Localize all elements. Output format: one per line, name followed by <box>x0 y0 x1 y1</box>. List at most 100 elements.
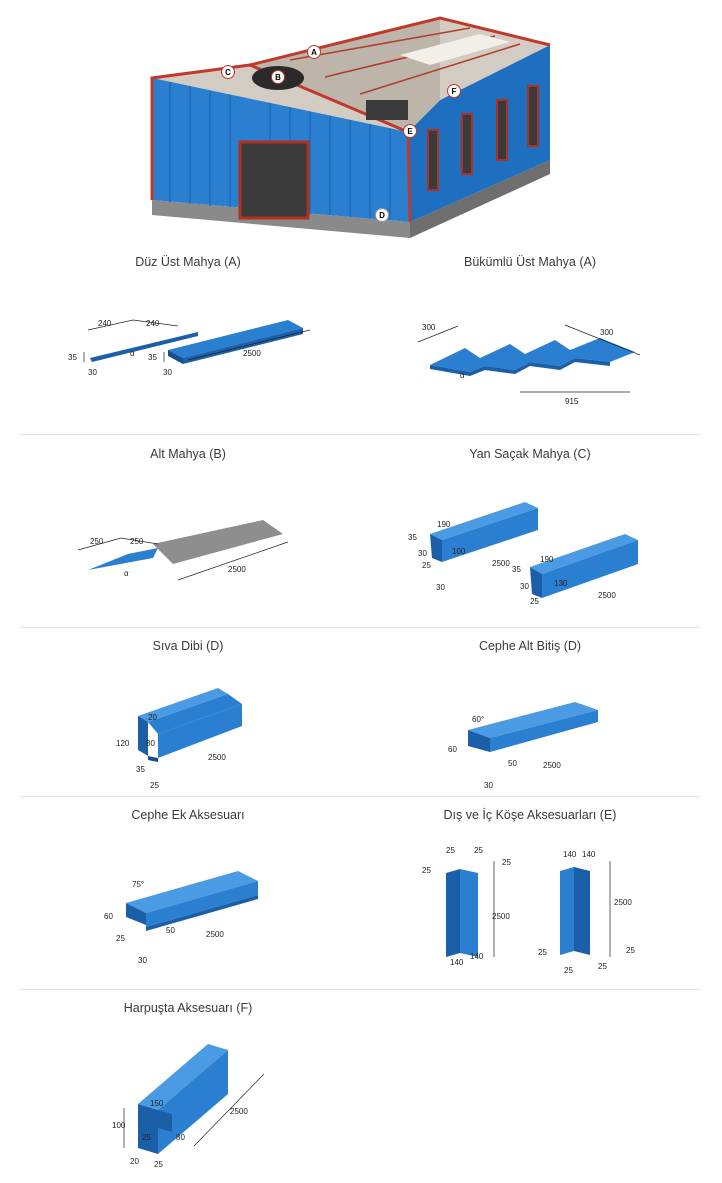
svg-text:140: 140 <box>470 952 484 961</box>
svg-text:300: 300 <box>600 328 614 337</box>
gutter-block <box>366 100 408 120</box>
svg-text:120: 120 <box>116 739 130 748</box>
svg-text:130: 130 <box>554 579 568 588</box>
item-siva-dibi: Sıva Dibi (D) 20 120 80 35 25 2500 <box>18 634 358 794</box>
building-base-side <box>410 160 550 238</box>
item-title: Alt Mahya (B) <box>150 447 226 461</box>
item-title: Dış ve İç Köşe Aksesuarları (E) <box>443 808 617 822</box>
item-dis-ic-kose-aksesuarlari: Dış ve İç Köşe Aksesuarları (E) 25 25 25… <box>360 803 700 983</box>
profile-drawing: 300 300 α 915 <box>417 323 641 406</box>
profile-drawing: 150 100 25 80 20 25 2500 <box>112 1044 265 1169</box>
svg-text:α: α <box>130 349 135 358</box>
profile-drawing: 240 240 35 35 30 30 2500 α <box>68 319 311 377</box>
svg-text:30: 30 <box>484 781 493 790</box>
svg-text:140: 140 <box>450 958 464 967</box>
svg-text:35: 35 <box>512 565 521 574</box>
svg-text:20: 20 <box>130 1157 139 1166</box>
svg-text:250: 250 <box>90 537 104 546</box>
profile-drawing: 250 250 α 2500 <box>77 520 289 581</box>
svg-text:α: α <box>460 371 465 380</box>
svg-text:35: 35 <box>68 353 77 362</box>
item-alt-mahya: Alt Mahya (B) 250 250 α 2500 <box>18 442 358 622</box>
svg-text:α: α <box>124 569 129 578</box>
svg-text:190: 190 <box>437 520 451 529</box>
svg-text:100: 100 <box>112 1121 126 1130</box>
svg-text:30: 30 <box>163 368 172 377</box>
svg-text:60: 60 <box>104 912 113 921</box>
svg-text:2500: 2500 <box>208 753 226 762</box>
garage-door <box>238 140 310 220</box>
item-duz-ust-mahya: Düz Üst Mahya (A) 240 240 35 35 30 30 25… <box>18 250 358 430</box>
svg-text:140: 140 <box>563 850 577 859</box>
svg-text:60°: 60° <box>472 715 484 724</box>
svg-text:30: 30 <box>138 956 147 965</box>
svg-text:35: 35 <box>136 765 145 774</box>
row-divider <box>20 989 700 990</box>
svg-text:25: 25 <box>564 966 573 975</box>
svg-text:2500: 2500 <box>492 559 510 568</box>
svg-text:30: 30 <box>88 368 97 377</box>
side-wall <box>408 45 550 222</box>
svg-text:25: 25 <box>502 858 511 867</box>
svg-text:25: 25 <box>150 781 159 790</box>
svg-text:25: 25 <box>422 561 431 570</box>
item-title: Yan Saçak Mahya (C) <box>469 447 591 461</box>
svg-text:D: D <box>379 211 385 220</box>
svg-text:150: 150 <box>150 1099 164 1108</box>
svg-text:190: 190 <box>540 555 554 564</box>
profile-drawing: 60° 60 50 30 2500 <box>448 702 598 790</box>
marker-d: D <box>375 208 389 222</box>
profile-drawing: 75° 60 25 50 30 2500 <box>104 871 258 965</box>
svg-text:915: 915 <box>565 397 579 406</box>
svg-text:25: 25 <box>598 962 607 971</box>
svg-text:30: 30 <box>436 583 445 592</box>
svg-text:100: 100 <box>452 547 466 556</box>
svg-text:25: 25 <box>446 846 455 855</box>
roof-skylight <box>400 34 510 65</box>
svg-text:75°: 75° <box>132 880 144 889</box>
svg-text:2500: 2500 <box>206 930 224 939</box>
item-cephe-ek-aksesuari: Cephe Ek Aksesuarı 75° 60 25 50 30 2500 <box>18 803 358 983</box>
svg-text:250: 250 <box>130 537 144 546</box>
row-divider <box>20 434 700 435</box>
svg-text:25: 25 <box>474 846 483 855</box>
svg-text:2500: 2500 <box>243 349 261 358</box>
profile-drawing: 190 35 30 100 25 30 2500 190 35 30 130 2… <box>408 502 638 606</box>
item-title: Cephe Alt Bitiş (D) <box>478 639 582 653</box>
item-title: Düz Üst Mahya (A) <box>135 255 241 269</box>
item-yan-sacak-mahya: Yan Saçak Mahya (C) 190 35 30 100 25 30 … <box>360 442 700 622</box>
profile-drawing: 20 120 80 35 25 2500 <box>116 688 242 790</box>
svg-text:E: E <box>407 127 413 136</box>
svg-text:2500: 2500 <box>492 912 510 921</box>
profile-drawing: 25 25 25 25 2500 140 140 140 140 2500 25… <box>422 846 635 975</box>
marker-b: B <box>271 70 285 84</box>
svg-text:2500: 2500 <box>228 565 246 574</box>
svg-text:25: 25 <box>530 597 539 606</box>
svg-text:B: B <box>275 73 281 82</box>
svg-text:2500: 2500 <box>598 591 616 600</box>
svg-text:80: 80 <box>176 1133 185 1142</box>
svg-text:50: 50 <box>508 759 517 768</box>
svg-text:300: 300 <box>422 323 436 332</box>
svg-text:30: 30 <box>520 582 529 591</box>
marker-e: E <box>403 124 417 138</box>
svg-text:140: 140 <box>582 850 596 859</box>
svg-text:25: 25 <box>626 946 635 955</box>
svg-text:25: 25 <box>116 934 125 943</box>
svg-text:50: 50 <box>166 926 175 935</box>
row-divider <box>20 796 700 797</box>
svg-text:80: 80 <box>146 739 155 748</box>
item-title: Bükümlü Üst Mahya (A) <box>464 255 596 269</box>
svg-text:25: 25 <box>142 1133 151 1142</box>
svg-text:25: 25 <box>538 948 547 957</box>
svg-text:240: 240 <box>146 319 160 328</box>
svg-text:60: 60 <box>448 745 457 754</box>
marker-c: C <box>221 65 235 79</box>
svg-text:F: F <box>452 87 457 96</box>
svg-text:2500: 2500 <box>543 761 561 770</box>
marker-a: A <box>307 45 321 59</box>
svg-text:30: 30 <box>418 549 427 558</box>
svg-text:C: C <box>225 68 231 77</box>
svg-text:2500: 2500 <box>230 1107 248 1116</box>
svg-text:25: 25 <box>154 1160 163 1169</box>
